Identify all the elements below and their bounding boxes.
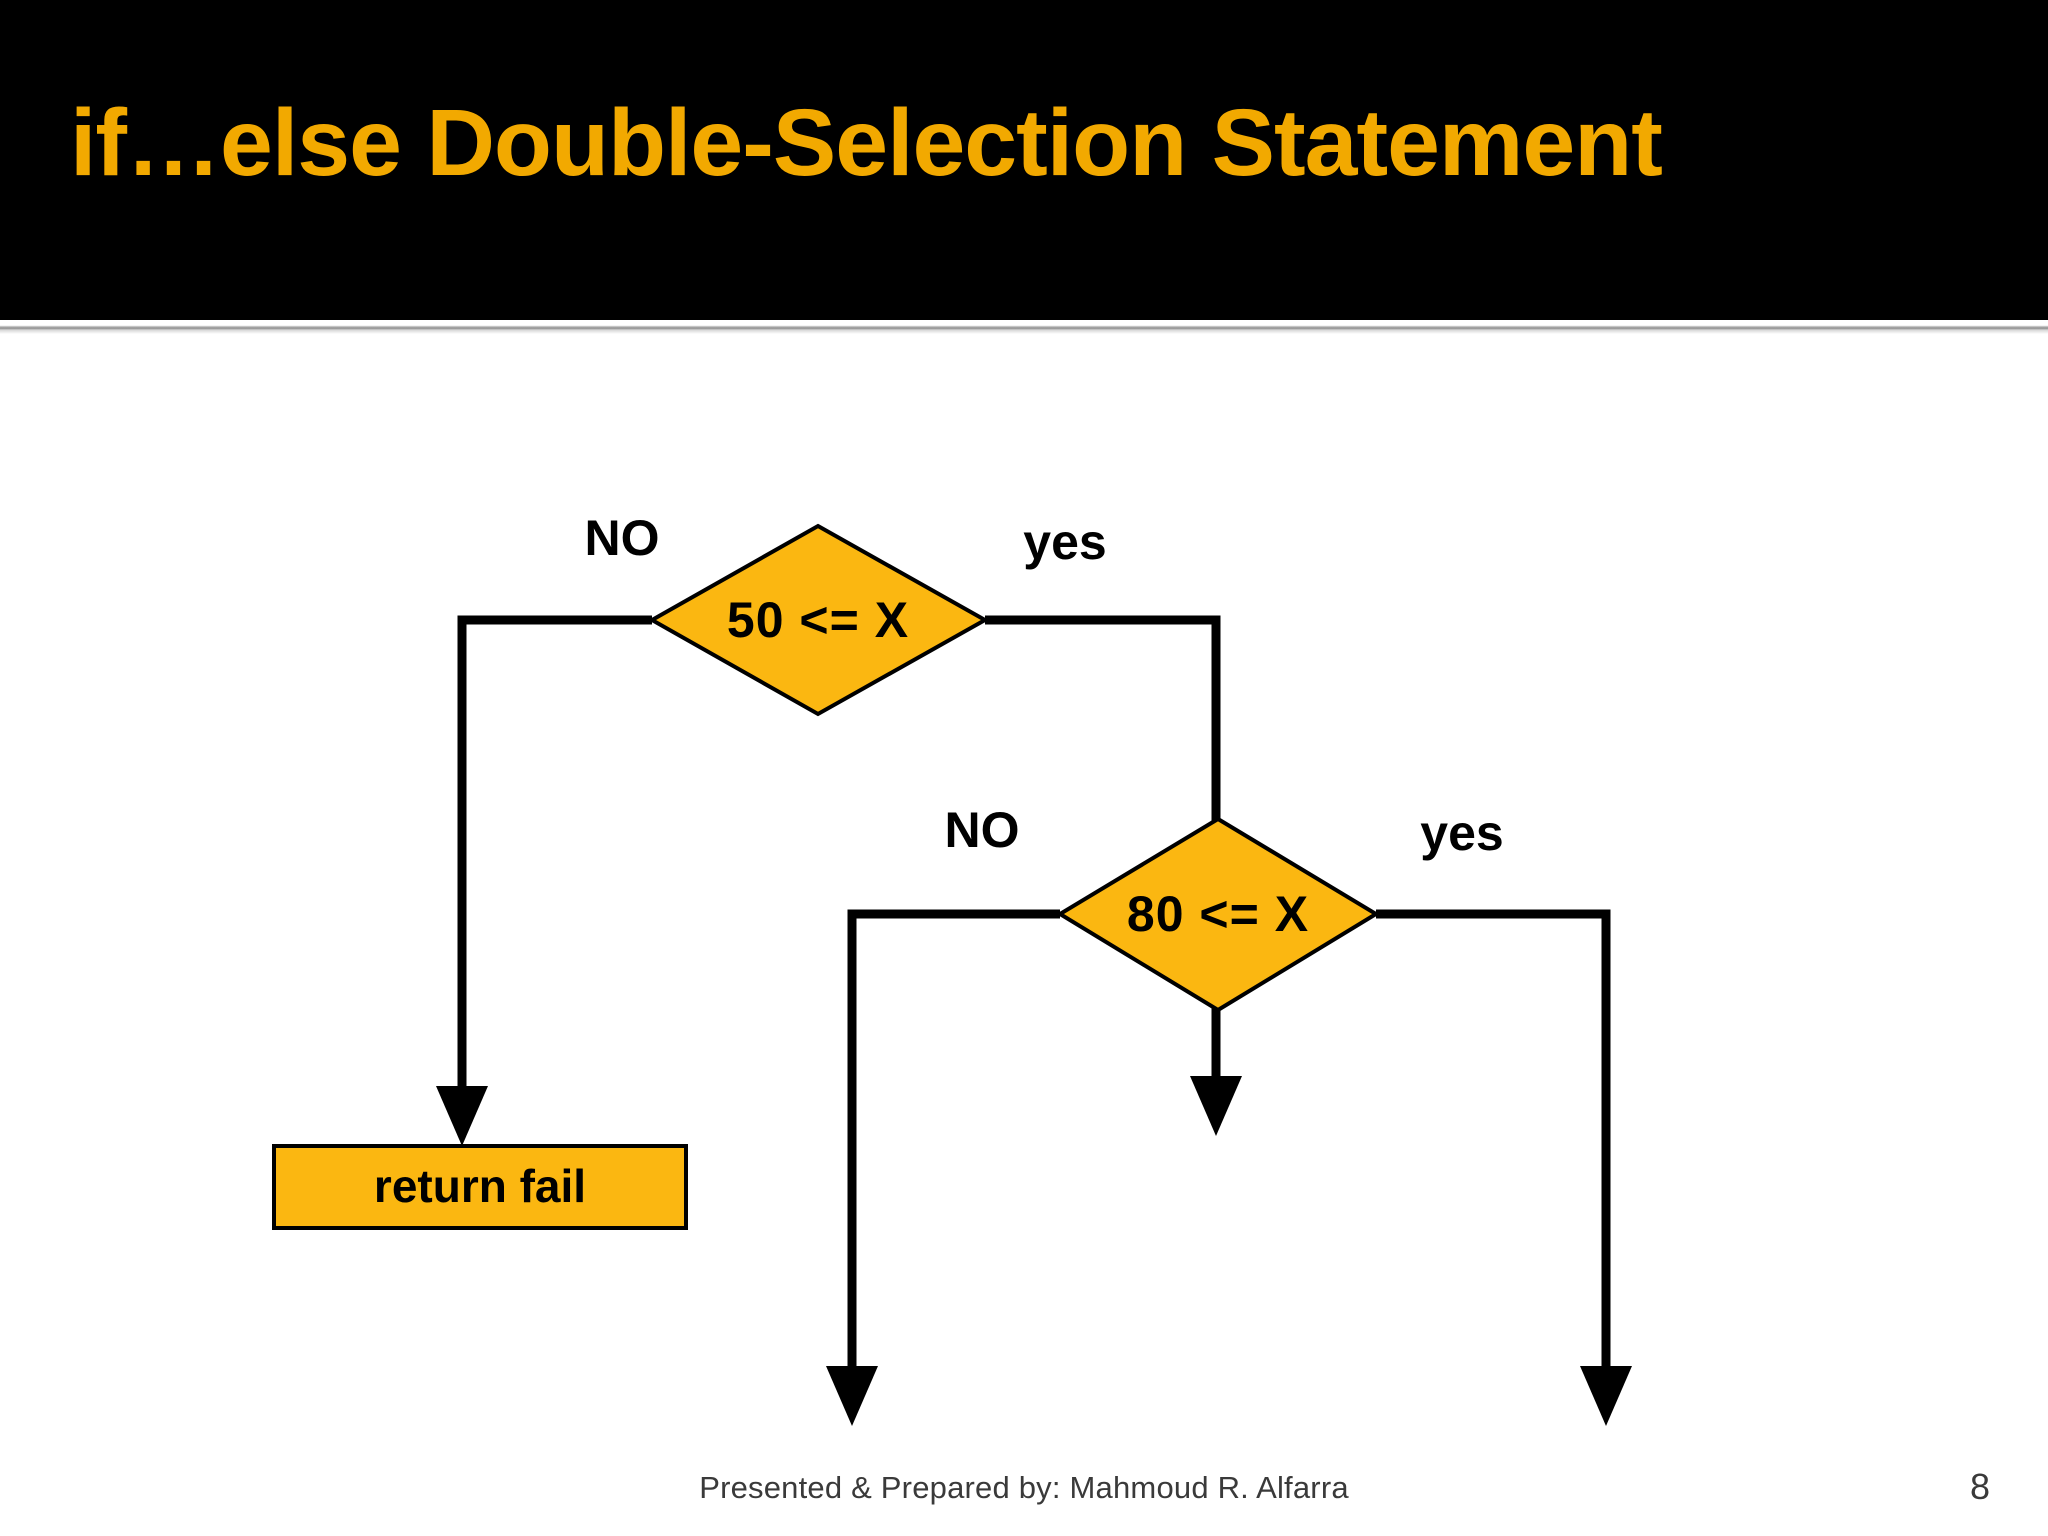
arrowhead-icon (1190, 1076, 1242, 1136)
flowchart-canvas: 50 <= X NO yes return fail 80 <= X NO ye… (0, 334, 2048, 1434)
page-title: if…else Double-Selection Statement (70, 90, 1663, 196)
footer-credit: Presented & Prepared by: Mahmoud R. Alfa… (699, 1470, 1349, 1505)
edge-cond1-to-fail (436, 615, 652, 1146)
edge-cond2-to-pass (826, 909, 1060, 1426)
decision-node-cond2-label: 80 <= X (1127, 886, 1309, 942)
page-number: 8 (1969, 1466, 1990, 1507)
edge-cond2-to-success (1376, 909, 1632, 1426)
title-band: if…else Double-Selection Statement (0, 0, 2048, 320)
edge-label-cond1-no: NO (585, 510, 660, 566)
arrowhead-icon (826, 1366, 878, 1426)
process-node-return-fail[interactable]: return fail (272, 1144, 688, 1230)
edge-label-cond2-yes: yes (1420, 805, 1503, 861)
decision-node-cond1-label: 50 <= X (727, 592, 909, 648)
edge-label-cond1-yes: yes (1023, 514, 1106, 570)
edge-label-cond2-no: NO (945, 802, 1020, 858)
decision-node-cond1[interactable]: 50 <= X (647, 523, 990, 717)
title-divider-rule (0, 320, 2048, 334)
arrowhead-icon (436, 1086, 488, 1146)
arrowhead-icon (1580, 1366, 1632, 1426)
decision-node-cond2[interactable]: 80 <= X (1056, 816, 1380, 1013)
process-node-return-fail-label: return fail (374, 1160, 586, 1212)
